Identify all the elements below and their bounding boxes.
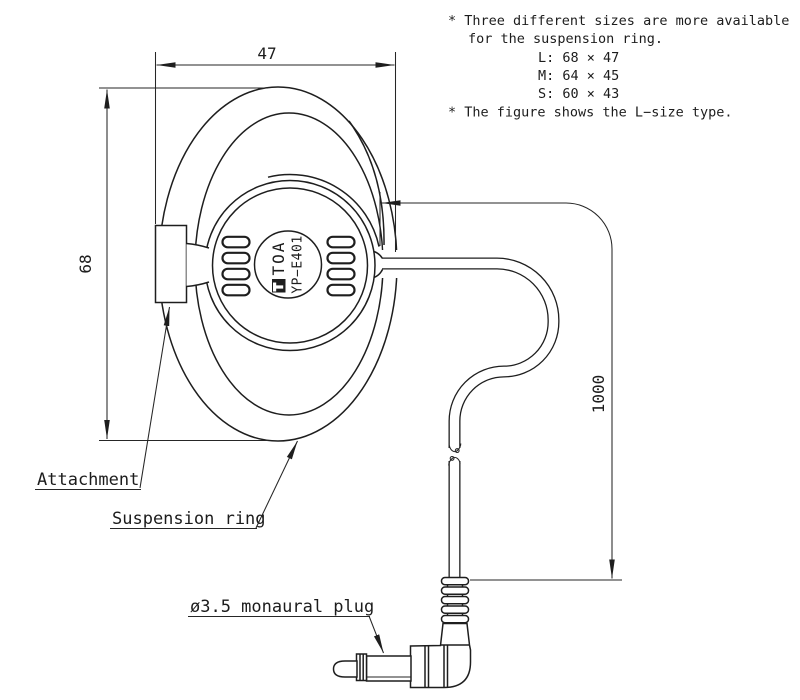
cable-upper bbox=[382, 257, 560, 448]
body-rim bbox=[211, 187, 369, 344]
center-badge bbox=[253, 230, 323, 299]
plug-tip bbox=[332, 660, 358, 678]
attachment-block bbox=[154, 224, 188, 304]
model-text: YP−E401 bbox=[291, 235, 306, 293]
dim-47-text: 47 bbox=[257, 44, 276, 63]
note-line-3: L: 68 × 47 bbox=[538, 50, 619, 66]
plug bbox=[332, 576, 472, 689]
attachment-text: Attachment bbox=[37, 470, 139, 490]
strain-relief bbox=[440, 576, 470, 626]
earphone-body: TOA YP−E401 bbox=[204, 173, 380, 352]
suspension-ring-text: Suspension ring bbox=[112, 509, 266, 529]
dimension-68: 68 bbox=[76, 87, 268, 442]
dimension-1000: 1000 bbox=[379, 192, 622, 581]
label-attachment: Attachment bbox=[35, 306, 171, 491]
dim-1000-text: 1000 bbox=[589, 375, 608, 414]
brand-text: TOA bbox=[269, 241, 288, 276]
speaker-slots-right bbox=[326, 235, 356, 297]
attachment-neck-fill bbox=[186, 243, 209, 287]
cable bbox=[373, 250, 560, 579]
attachment bbox=[154, 224, 210, 304]
label-plug: ø3.5 monaural plug bbox=[188, 597, 384, 654]
note-line-4: M: 64 × 45 bbox=[538, 68, 619, 84]
dim-68-text: 68 bbox=[76, 254, 95, 273]
note-line-6: * The figure shows the L−size type. bbox=[448, 105, 732, 121]
note-line-1: * Three different sizes are more availab… bbox=[448, 13, 789, 29]
speaker-slots-left bbox=[221, 235, 251, 297]
attachment-neck-bottom bbox=[186, 281, 210, 288]
body-lip-arc bbox=[267, 173, 380, 247]
cable-upper-core bbox=[382, 258, 559, 448]
notes-block: * Three different sizes are more availab… bbox=[448, 13, 789, 121]
label-suspension-ring: Suspension ring bbox=[110, 440, 298, 530]
toa-logo-t bbox=[273, 282, 284, 292]
note-line-5: S: 60 × 43 bbox=[538, 86, 619, 102]
note-line-2: for the suspension ring. bbox=[468, 31, 663, 47]
plug-collar bbox=[355, 653, 368, 682]
plug-body bbox=[409, 622, 472, 689]
plug-text: ø3.5 monaural plug bbox=[190, 597, 374, 617]
attachment-neck-top bbox=[186, 242, 210, 249]
badge-label: TOA YP−E401 bbox=[269, 235, 306, 293]
